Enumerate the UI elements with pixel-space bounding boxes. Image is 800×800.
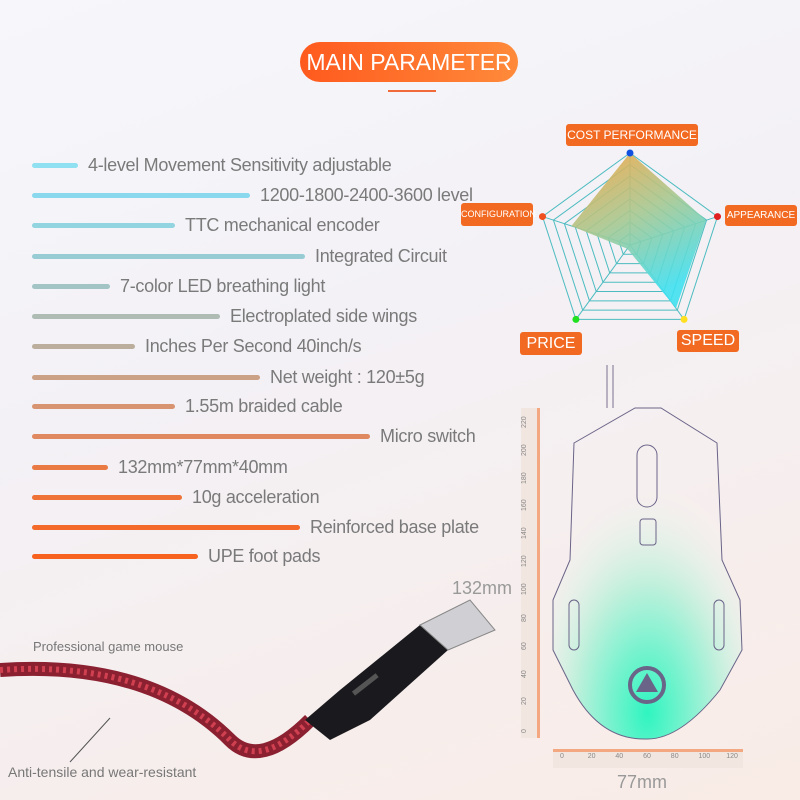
feature-item: 10g acceleration (32, 486, 320, 507)
radar-label-speed: SPEED (677, 330, 739, 352)
radar-grid-ring (541, 152, 719, 320)
feature-item: 1.55m braided cable (32, 395, 343, 416)
ruler-tick-label: 100 (698, 753, 711, 760)
feature-text: 1.55m braided cable (185, 395, 343, 416)
ruler-tick-label: 40 (615, 753, 624, 760)
feature-item: 4-level Movement Sensitivity adjustable (32, 154, 392, 175)
feature-bar (32, 433, 370, 439)
feature-bar (32, 222, 175, 228)
feature-bar (32, 313, 220, 319)
feature-text: TTC mechanical encoder (185, 214, 380, 235)
feature-item: 132mm*77mm*40mm (32, 457, 288, 477)
feature-text: Micro switch (380, 425, 476, 446)
main-parameter-title: MAIN PARAMETER (300, 42, 518, 82)
feature-bar (32, 374, 260, 380)
feature-bar (32, 253, 305, 259)
radar-vertex-dot (713, 213, 721, 221)
feature-bar (32, 192, 250, 198)
radar-vertex-dot (680, 315, 688, 323)
radar-label-configuration: CONFIGURATION (461, 203, 536, 226)
ruler-tick-label: 20 (587, 753, 596, 760)
feature-item: Integrated Circuit (32, 246, 447, 266)
radar-value-area (571, 153, 707, 309)
feature-bar (32, 343, 135, 349)
feature-item: Net weight : 120±5g (32, 366, 425, 387)
ruler-tick-label: 0 (560, 753, 564, 760)
feature-text: Electroplated side wings (230, 305, 417, 326)
radar-vertex-dot (572, 315, 580, 323)
feature-text: 132mm*77mm*40mm (118, 456, 288, 477)
feature-text: 4-level Movement Sensitivity adjustable (88, 154, 392, 175)
feature-text: Inches Per Second 40inch/s (145, 335, 362, 356)
feature-item: Reinforced base plate (32, 517, 479, 537)
radar-label-cost-performance: COST PERFORMANCE (566, 124, 698, 146)
product-caption: Professional game mouse (33, 639, 184, 654)
feature-bar (32, 162, 78, 168)
feature-item: TTC mechanical encoder (32, 215, 380, 235)
feature-bar (32, 553, 198, 559)
width-label: 77mm (617, 772, 668, 792)
feature-item: UPE foot pads (32, 546, 320, 566)
feature-item: Electroplated side wings (32, 306, 417, 326)
feature-bar (32, 283, 110, 289)
feature-text: Reinforced base plate (310, 516, 479, 537)
feature-bar (32, 494, 182, 500)
ruler-tick-label: 80 (670, 753, 679, 760)
ruler-tick-label: 120 (726, 753, 738, 760)
feature-text: UPE foot pads (208, 545, 321, 566)
title-underline (388, 90, 436, 92)
ruler-tick-label: 60 (643, 753, 651, 760)
feature-text: Net weight : 120±5g (270, 366, 425, 387)
feature-item: Micro switch (32, 425, 476, 446)
feature-text: 10g acceleration (192, 486, 320, 507)
height-ruler (521, 408, 540, 738)
cable-caption: Anti-tensile and wear-resistant (8, 764, 197, 780)
feature-item: Inches Per Second 40inch/s (32, 335, 362, 356)
radar-label-appearance: APPEARANCE (725, 205, 797, 226)
width-ruler (553, 749, 743, 768)
feature-bar (32, 464, 108, 470)
feature-bar (32, 524, 300, 530)
radar-vertex-dot (539, 213, 547, 221)
radar-label-price: PRICE (520, 332, 582, 355)
feature-text: Integrated Circuit (315, 245, 447, 266)
radar-axis (575, 244, 631, 320)
feature-text: 1200-1800-2400-3600 level (260, 184, 473, 205)
feature-text: 7-color LED breathing light (120, 275, 326, 296)
feature-bar (32, 403, 175, 409)
radar-vertex-dot (626, 149, 634, 157)
height-label: 132mm (452, 578, 513, 598)
feature-item: 7-color LED breathing light (32, 276, 325, 296)
feature-item: 1200-1800-2400-3600 level (32, 185, 473, 205)
